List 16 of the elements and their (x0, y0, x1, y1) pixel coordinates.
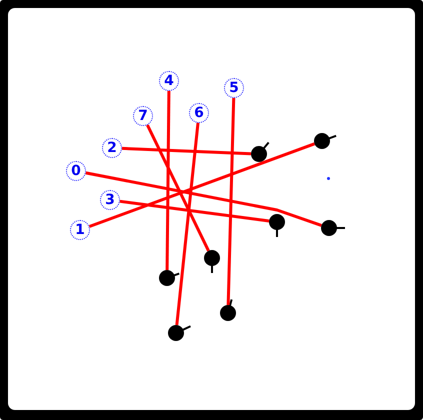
connector-line (122, 146, 252, 156)
connector-line (226, 98, 236, 306)
connector-line (88, 142, 316, 228)
circled-number: 7 (133, 106, 153, 126)
connector-line (166, 90, 170, 270)
circled-number: 2 (102, 138, 122, 158)
connector-line (120, 200, 270, 222)
connector-line (86, 171, 322, 227)
circled-number: 3 (100, 190, 120, 210)
connector-line (146, 124, 210, 252)
circled-number: 5 (224, 78, 244, 98)
circled-number: 0 (66, 161, 86, 181)
circled-number: 6 (189, 103, 209, 123)
connector-line (175, 122, 200, 326)
circled-number: 4 (159, 71, 179, 91)
circled-number: 1 (70, 220, 90, 240)
